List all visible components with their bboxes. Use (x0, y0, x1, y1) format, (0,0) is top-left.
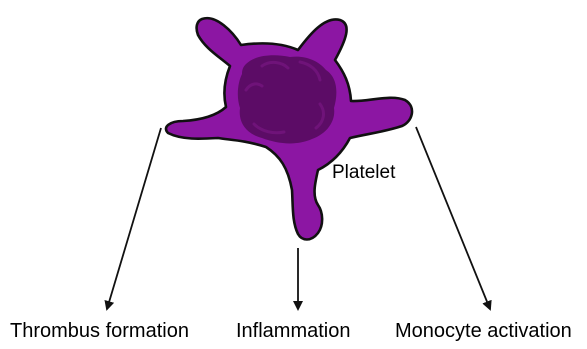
outcome-label-monocyte-activation: Monocyte activation (395, 319, 572, 343)
outcome-label-thrombus-formation: Thrombus formation (10, 319, 189, 343)
arrow-to-thrombus-formation (107, 128, 161, 309)
arrow-to-monocyte-activation (416, 127, 490, 309)
platelet-label: Platelet (332, 161, 395, 185)
outcome-label-inflammation: Inflammation (236, 319, 351, 343)
